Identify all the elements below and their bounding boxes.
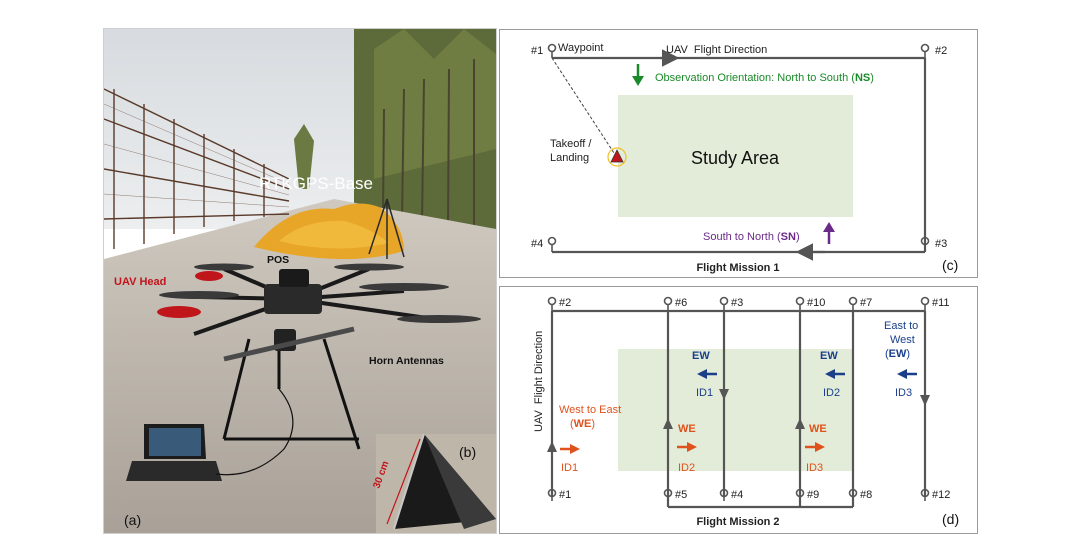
ew-tag-2: EW	[820, 350, 838, 362]
id3-ew-label: ID3	[895, 387, 912, 399]
ew-arrow-2	[825, 369, 845, 379]
wp1-label: #1	[531, 45, 543, 57]
uav-head-label: UAV Head	[114, 276, 166, 288]
wp4-label: #4	[531, 238, 543, 250]
fence	[104, 88, 290, 249]
panel-a-label: (a)	[124, 512, 141, 528]
id2-ew-label: ID2	[823, 387, 840, 399]
ew-legend-line2: West	[890, 334, 915, 346]
takeoff-circle	[607, 147, 627, 167]
ew-arrow-3	[897, 369, 917, 379]
takeoff-path	[551, 57, 615, 154]
study-area-2	[618, 349, 853, 471]
takeoff-label-line1: Takeoff /	[550, 138, 592, 150]
flight-mission-1-panel: Study Area Takeoff / Landing #1 Waypoint	[499, 29, 978, 278]
we-tag-3: WE	[809, 423, 827, 435]
bottom-waypoint-pins	[547, 488, 930, 501]
wp6-label: #6	[675, 297, 687, 309]
mission2-diagram: #2 #6 #3 #10 #7 #11 #1 #5 #4 #9 #8 #12 U…	[533, 296, 959, 528]
tree-line	[294, 29, 496, 239]
laptop	[126, 424, 222, 481]
rtk-tripod	[368, 198, 405, 259]
waypoint-label: Waypoint	[558, 42, 603, 54]
wp4-label-d: #4	[731, 489, 743, 501]
we-arrow-3	[805, 442, 825, 452]
path-direction-markers	[547, 389, 930, 452]
waypoint-pin-4	[547, 236, 557, 252]
wp2-label: #2	[935, 45, 947, 57]
wp12-label: #12	[932, 489, 950, 501]
wp3-label-d: #3	[731, 297, 743, 309]
top-waypoint-pins	[547, 296, 930, 311]
mission1-title: Flight Mission 1	[696, 262, 779, 274]
panel-c-label: (c)	[942, 257, 958, 273]
wp1-label-d: #1	[559, 489, 571, 501]
sn-observation-label: South to North (SN)	[703, 231, 800, 243]
field-photo-illustration: RTKGPS-Base POS UAV Head	[104, 29, 496, 533]
takeoff-icon	[610, 149, 624, 163]
drone	[157, 263, 481, 450]
waypoint-pin-2	[920, 43, 930, 58]
wp7-label: #7	[860, 297, 872, 309]
rtkgps-base-label: RTKGPS-Base	[259, 174, 373, 193]
wp3-label: #3	[935, 238, 947, 250]
id1-we-label: ID1	[561, 462, 578, 474]
we-tag-2: WE	[678, 423, 696, 435]
we-legend-line1: West to East	[559, 404, 621, 416]
wp5-label: #5	[675, 489, 687, 501]
ew-arrow-1	[697, 369, 717, 379]
panel-d-label: (d)	[942, 511, 959, 527]
ew-tag-1: EW	[692, 350, 710, 362]
id1-ew-label: ID1	[696, 387, 713, 399]
wp9-label: #9	[807, 489, 819, 501]
uav-flight-direction-label-d: UAV Flight Direction	[533, 331, 545, 432]
sn-arrow	[823, 222, 835, 244]
wp2-label-d: #2	[559, 297, 571, 309]
field-photo: RTKGPS-Base POS UAV Head	[103, 28, 497, 534]
horn-antennas-label: Horn Antennas	[369, 355, 444, 367]
wp10-label: #10	[807, 297, 825, 309]
we-arrow-1	[560, 444, 580, 454]
ew-legend-line1: East to	[884, 320, 918, 332]
waypoint-pin-1	[547, 43, 557, 58]
ns-arrow	[632, 64, 644, 86]
ns-observation-label: Observation Orientation: North to South …	[655, 72, 874, 84]
study-area-label: Study Area	[691, 148, 780, 168]
wp8-label: #8	[860, 489, 872, 501]
id2-we-label: ID2	[678, 462, 695, 474]
flight-mission-2-panel: #2 #6 #3 #10 #7 #11 #1 #5 #4 #9 #8 #12 U…	[499, 286, 978, 534]
study-area	[618, 95, 853, 217]
inset-reflector	[376, 433, 496, 533]
panel-b-label: (b)	[459, 444, 476, 460]
waypoint-pin-3	[920, 236, 930, 252]
ew-legend-line3: (EW)	[885, 348, 910, 360]
wp11-label: #11	[932, 297, 950, 309]
pos-label: POS	[267, 254, 289, 266]
uav-flight-direction-label: UAV Flight Direction	[666, 44, 767, 56]
we-arrow-2	[677, 442, 697, 452]
id3-we-label: ID3	[806, 462, 823, 474]
mission1-flight-path	[552, 56, 927, 254]
mission1-diagram: Study Area Takeoff / Landing #1 Waypoint	[531, 42, 958, 274]
takeoff-label-line2: Landing	[550, 152, 589, 164]
mission2-title: Flight Mission 2	[696, 516, 779, 528]
we-legend-line2: (WE)	[570, 418, 595, 430]
